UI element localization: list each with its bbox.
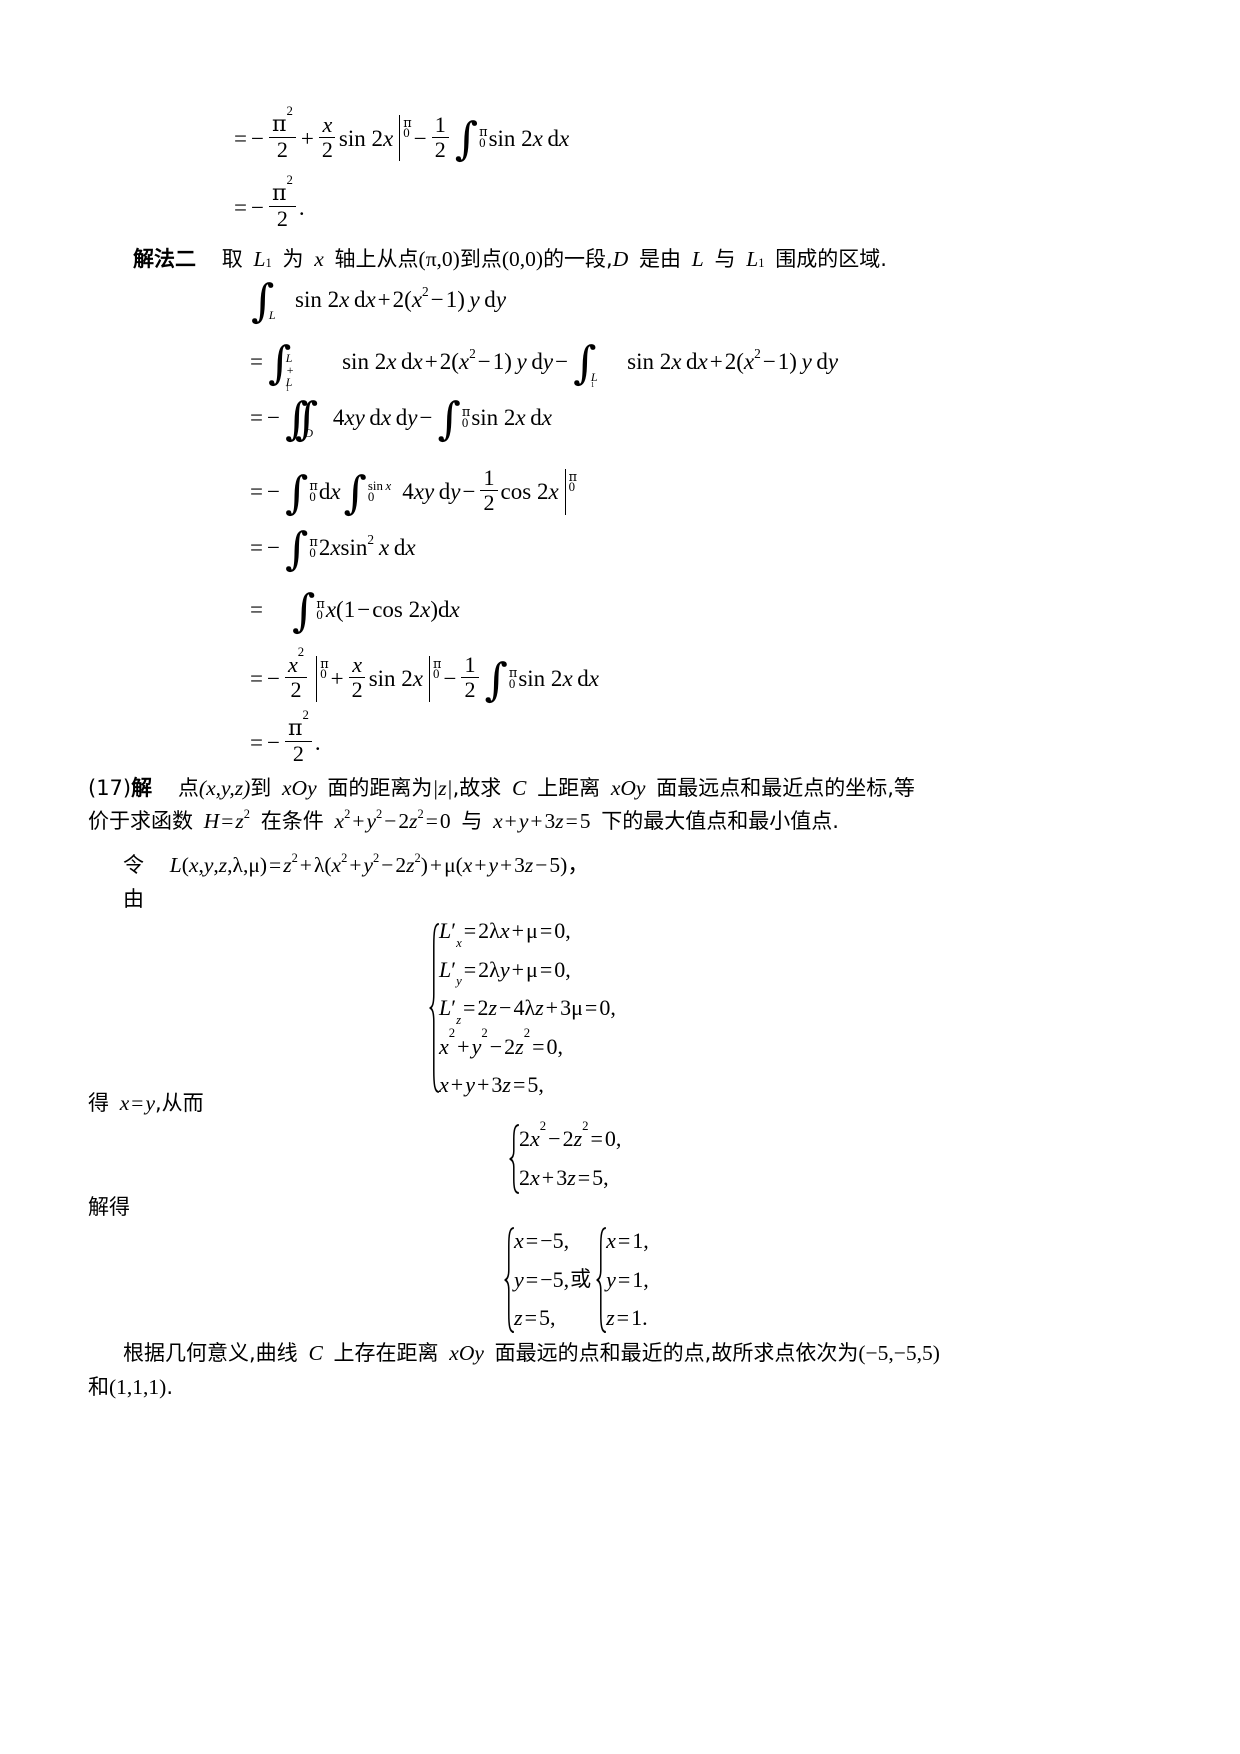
conclusion-line-2: 和(1,1,1). — [88, 1372, 173, 1403]
concl-t2: 上存在距离 — [333, 1341, 439, 1365]
p17-t3: 面的距离为 — [327, 776, 433, 800]
解得-line: 解得 — [88, 1192, 130, 1223]
s2-point1: (π,0) — [418, 247, 460, 271]
left-brace-2 — [509, 1120, 521, 1197]
lagrange-eq-row: x2+y2−2z2=0, — [439, 1026, 563, 1059]
p17-curve-C: C — [512, 776, 527, 800]
s2-t3: 轴上从点 — [334, 247, 419, 271]
by-label: 由 — [123, 887, 144, 911]
p17-t5: 上距离 — [537, 776, 601, 800]
lagrange-eq-row: x+y+3z=5, — [439, 1072, 544, 1097]
p17b-t1: 价于求函数 — [88, 809, 193, 833]
left-brace-1 — [429, 912, 441, 1105]
p17-point-xyz: (x,y,z) — [198, 776, 251, 800]
let-label: 令 — [123, 853, 144, 877]
得-equation: x=y — [119, 1091, 155, 1115]
reduced-eq-row: 2x+3z=5, — [519, 1164, 609, 1190]
p17-t2: 到 — [250, 776, 272, 800]
reduced-eq-row: 2x2−2z2=0, — [519, 1118, 622, 1151]
s2-t2: 为 — [282, 247, 304, 271]
solution-or-label: 或 — [570, 1267, 592, 1292]
s2-var-L: L — [691, 247, 704, 271]
reduced-system-2-rows: 2x2−2z2=0, 2x+3z=5, — [519, 1118, 622, 1197]
p17-abs-z: |z| — [432, 776, 453, 800]
solution-set-left: x=−5, y=−5, z=5, — [500, 1222, 569, 1338]
lagrange-system-1: L′x=2λx+μ=0, L′y=2λy+μ=0, L′z=2z−4λz+3μ=… — [425, 912, 616, 1105]
lagrange-eq-row: L′x=2λx+μ=0, — [439, 918, 571, 950]
s2-t8: 围成的区域. — [775, 247, 887, 271]
得-tail: ,从而 — [154, 1091, 204, 1115]
s2-t7: 与 — [714, 247, 736, 271]
concl-t3: 面最远的点和最近的点,故所求点依次为 — [494, 1341, 859, 1365]
得-line: 得 x=y,从而 — [88, 1088, 204, 1119]
problem-17-number: (17) — [88, 776, 132, 800]
solution-set-right-rows: x=1, y=1, z=1. — [606, 1222, 649, 1338]
solution-row: x=1, — [606, 1228, 649, 1253]
p17b-t3: 与 — [461, 809, 483, 833]
concl-curve-C: C — [308, 1341, 323, 1365]
解得-label: 解得 — [88, 1195, 130, 1219]
solution-row: y=1, — [606, 1266, 649, 1292]
s2-var-D: D — [612, 247, 629, 271]
solution-row: y=−5, — [514, 1266, 570, 1292]
solution-method-two-label: 解法二 — [133, 247, 196, 271]
solution-set-right: x=1, y=1, z=1. — [592, 1222, 649, 1338]
p17-plane-1: xOy — [282, 776, 317, 800]
concl-t4: 和 — [88, 1375, 109, 1399]
solution-row: z=5, — [514, 1305, 556, 1330]
p17b-t4: 下的最大值点和最小值点. — [601, 809, 839, 833]
p17-plane-2: xOy — [610, 776, 646, 800]
s2-t4: 到点 — [459, 247, 502, 271]
s2-t5: 的一段, — [543, 247, 613, 271]
s2-var-L1b: L — [746, 247, 759, 271]
lagrange-eq-row: L′y=2λy+μ=0, — [439, 956, 571, 989]
left-brace-3b — [596, 1222, 609, 1338]
p17-t4: ,故求 — [452, 776, 502, 800]
by-line: 由 — [123, 884, 144, 915]
s2-t6: 是由 — [639, 247, 682, 271]
solution-set-left-rows: x=−5, y=−5, z=5, — [514, 1222, 569, 1338]
left-brace-3a — [504, 1222, 516, 1338]
s2-var-x: x — [314, 247, 324, 271]
solution-sets: x=−5, y=−5, z=5, 或 x=1, y=1, z=1. — [500, 1222, 649, 1339]
得-label: 得 — [88, 1091, 109, 1115]
conclusion-line-1: 根据几何意义,曲线 C 上存在距离 xOy 面最远的点和最近的点,故所求点依次为(−5,… — [123, 1338, 940, 1369]
lagrange-eq-row: L′z=2z−4λz+3μ=0, — [439, 995, 616, 1027]
s2-var-L1: L — [253, 247, 266, 271]
concl-point-1: (−5,−5,5) — [858, 1341, 940, 1365]
concl-point-2: (1,1,1) — [109, 1375, 167, 1399]
p17-t6: 面最远点和最近点的坐标,等 — [656, 776, 915, 800]
problem-17-solve-label: 解 — [131, 776, 153, 800]
p17-t1: 点 — [177, 776, 199, 800]
problem-17-paragraph-1: (17)解点(x,y,z)到 xOy 面的距离为|z|,故求 C 上距离 xOy 面最远点和… — [88, 773, 1158, 804]
concl-t1: 根据几何意义,曲线 — [123, 1341, 298, 1365]
concl-plane: xOy — [449, 1341, 484, 1365]
s2-t1: 取 — [221, 247, 243, 271]
solution-row: z=1. — [606, 1305, 648, 1330]
p17b-t2: 在条件 — [260, 809, 324, 833]
lagrange-system-1-rows: L′x=2λx+μ=0, L′y=2λy+μ=0, L′z=2z−4λz+3μ=… — [439, 912, 616, 1105]
concl-t5: . — [166, 1375, 174, 1399]
reduced-system-2: 2x2−2z2=0, 2x+3z=5, — [505, 1118, 622, 1200]
s2-point2: (0,0) — [501, 247, 544, 271]
solution-row: x=−5, — [514, 1228, 570, 1253]
